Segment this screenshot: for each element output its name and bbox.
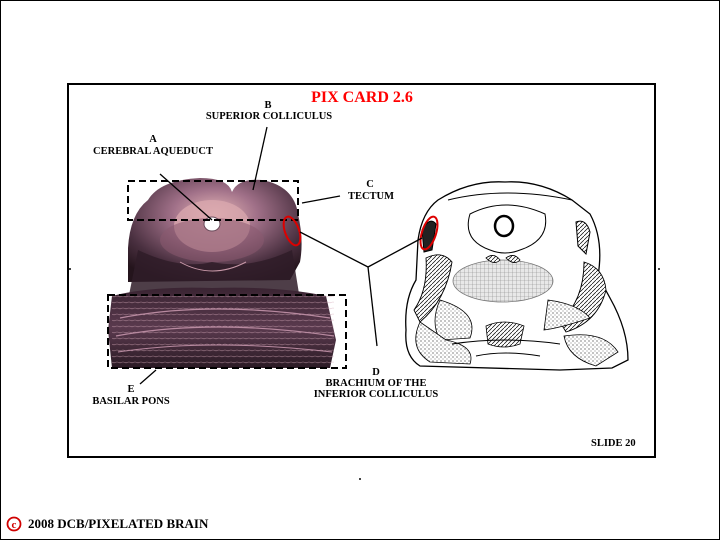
leader-line-e bbox=[139, 369, 157, 385]
margin-dot bbox=[658, 268, 660, 270]
label-b-letter: B bbox=[264, 100, 272, 111]
brachium-hatched-right bbox=[575, 220, 591, 256]
label-e-letter: E bbox=[127, 384, 135, 395]
basilar-pons-dashed-box bbox=[107, 294, 347, 369]
stained-section-photo bbox=[108, 178, 336, 368]
leader-line-a bbox=[159, 173, 213, 221]
copyright-footer: c 2008 DCB/PIXELATED BRAIN bbox=[6, 516, 208, 532]
footer-text: 2008 DCB/PIXELATED BRAIN bbox=[28, 516, 209, 531]
svg-text:c: c bbox=[12, 519, 17, 531]
tegmental-grid-area bbox=[452, 259, 554, 303]
margin-dot bbox=[359, 478, 361, 480]
margin-dot bbox=[69, 268, 71, 270]
aqueduct-schematic bbox=[493, 214, 515, 238]
leader-line-c bbox=[301, 195, 341, 204]
label-c-text: TECTUM bbox=[347, 191, 395, 202]
label-c-letter: C bbox=[366, 179, 374, 190]
label-d-letter: D bbox=[372, 367, 380, 378]
card-title: PIX CARD 2.6 bbox=[311, 89, 413, 106]
leader-line-d-right bbox=[367, 237, 423, 268]
label-b-text: SUPERIOR COLLICULUS bbox=[205, 111, 333, 122]
leader-line-d-down bbox=[367, 266, 378, 347]
label-d-text-line2: INFERIOR COLLICULUS bbox=[313, 389, 439, 400]
tectum-dashed-box bbox=[127, 180, 299, 221]
brachium-highlight-schematic bbox=[419, 215, 439, 251]
label-a-letter: A bbox=[149, 134, 157, 145]
leader-line-d-left bbox=[299, 231, 369, 268]
label-d-text-line1: BRACHIUM OF THE bbox=[325, 378, 427, 389]
leader-lines bbox=[139, 126, 423, 385]
copyright-icon: c bbox=[6, 516, 22, 532]
brachium-highlight-photo bbox=[282, 215, 302, 247]
label-a-text: CEREBRAL AQUEDUCT bbox=[93, 146, 213, 157]
label-e-text: BASILAR PONS bbox=[92, 396, 170, 407]
slide-number: SLIDE 20 bbox=[591, 438, 636, 449]
leader-line-b bbox=[252, 126, 268, 191]
schematic-drawing bbox=[405, 181, 629, 371]
